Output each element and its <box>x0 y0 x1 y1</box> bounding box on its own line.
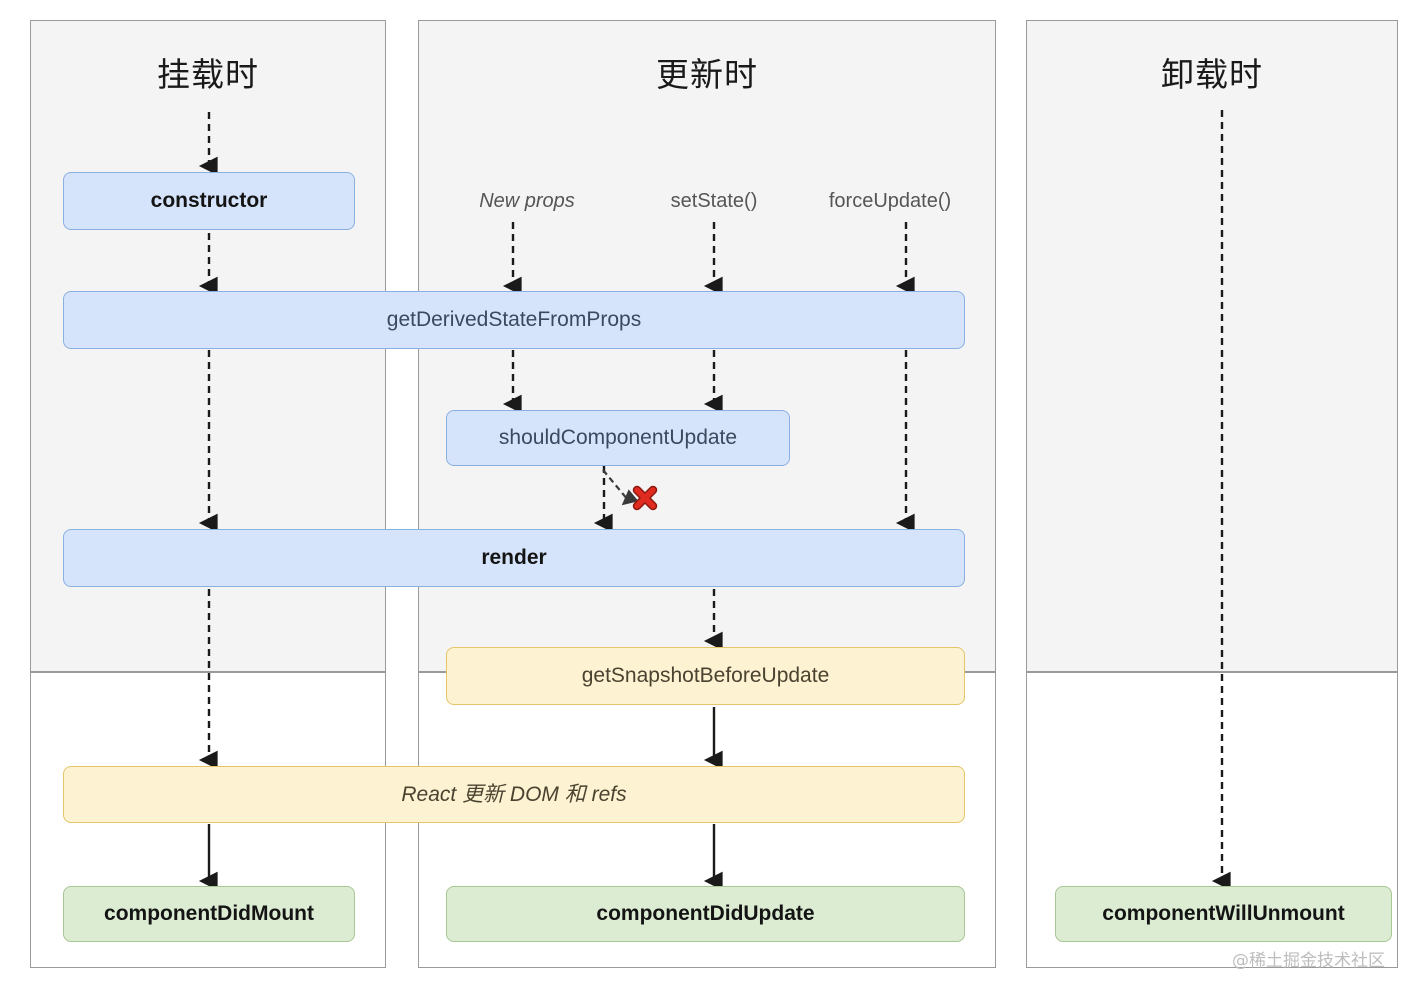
panel-unmounting-render-phase <box>1026 20 1398 672</box>
box-get-derived-state-from-props[interactable]: getDerivedStateFromProps <box>63 291 965 349</box>
arrow-scu-abort-branch <box>602 469 639 506</box>
box-react-updates-dom-and-refs[interactable]: React 更新 DOM 和 refs <box>63 766 965 823</box>
column-title-updating: 更新时 <box>656 55 758 94</box>
abort-x-icon <box>630 483 660 513</box>
box-should-component-update[interactable]: shouldComponentUpdate <box>446 410 790 466</box>
box-component-did-mount[interactable]: componentDidMount <box>63 886 355 942</box>
trigger-label-new-props: New props <box>479 190 575 212</box>
box-constructor[interactable]: constructor <box>63 172 355 230</box>
watermark-label: @稀土掘金技术社区 <box>1232 951 1385 971</box>
column-title-unmounting: 卸载时 <box>1161 55 1263 94</box>
trigger-label-set-state: setState() <box>670 190 758 212</box>
column-title-mounting: 挂载时 <box>157 55 259 94</box>
box-component-will-unmount[interactable]: componentWillUnmount <box>1055 886 1392 942</box>
box-render[interactable]: render <box>63 529 965 587</box>
box-get-snapshot-before-update[interactable]: getSnapshotBeforeUpdate <box>446 647 965 705</box>
trigger-label-force-update: forceUpdate() <box>828 190 952 212</box>
box-component-did-update[interactable]: componentDidUpdate <box>446 886 965 942</box>
